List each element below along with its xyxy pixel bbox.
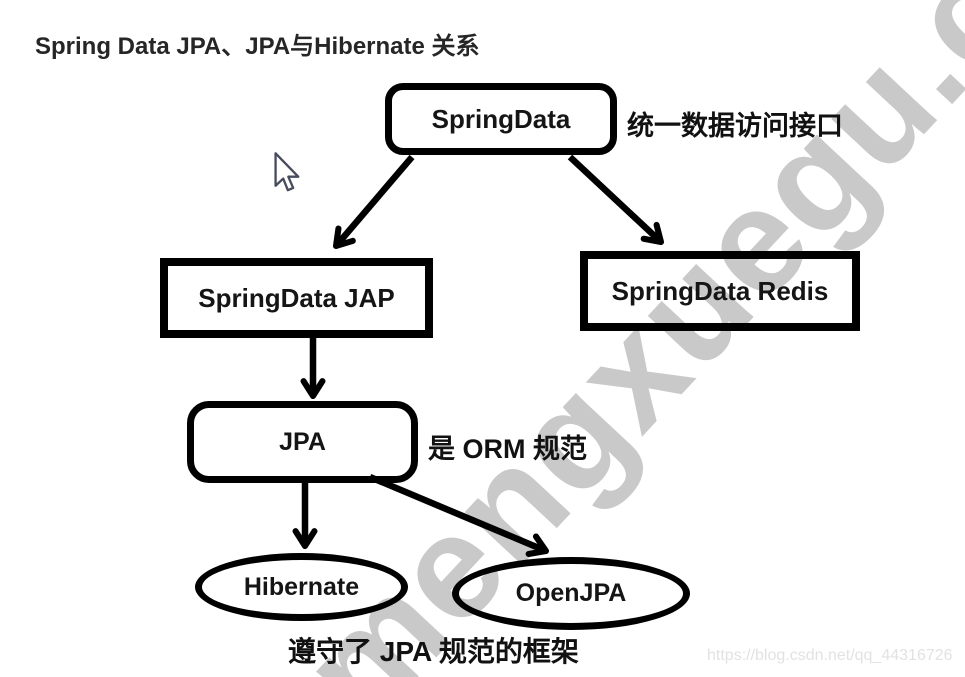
edge-springdata-to-jap [332,154,415,250]
node-hibernate: Hibernate [195,553,408,621]
node-hibernate-label: Hibernate [243,572,360,601]
edge-springdata-to-redis [567,154,665,246]
node-springdata-jap-label: SpringData JAP [198,282,395,313]
node-springdata: SpringData [385,83,617,155]
annotation-jpa-frameworks: 遵守了 JPA 规范的框架 [288,636,579,667]
page-title: Spring Data JPA、JPA与Hibernate 关系 [35,33,480,61]
node-jpa: JPA [187,401,418,483]
node-openjpa-label: OpenJPA [515,579,627,607]
node-springdata-redis-label: SpringData Redis [611,275,829,306]
annotation-unified-data-access: 统一数据访问接口 [627,111,843,141]
node-openjpa: OpenJPA [452,557,690,630]
annotation-orm-spec: 是 ORM 规范 [428,434,587,464]
mouse-cursor-icon [274,152,300,192]
node-springdata-label: SpringData [431,103,571,134]
node-jpa-label: JPA [279,427,326,456]
url-watermark: https://blog.csdn.net/qq_44316726 [707,647,953,664]
node-springdata-redis: SpringData Redis [580,251,860,331]
node-springdata-jap: SpringData JAP [160,258,433,338]
